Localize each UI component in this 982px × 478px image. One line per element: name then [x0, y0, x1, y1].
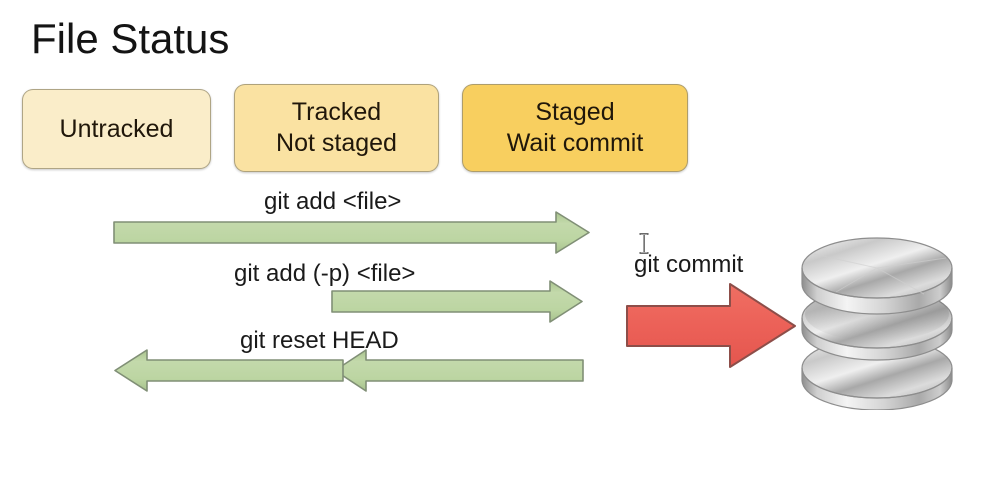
status-box-staged-line-2: Wait commit — [506, 129, 644, 157]
text-cursor-icon — [639, 233, 649, 254]
status-box-untracked[interactable]: Untracked — [22, 89, 211, 169]
database-icon — [801, 237, 953, 410]
status-box-staged-line-1: Staged — [535, 98, 615, 126]
command-label-git-commit: git commit — [634, 251, 744, 278]
status-box-untracked-line-1: Untracked — [59, 114, 174, 143]
status-box-tracked-not-staged[interactable]: Tracked Not staged — [234, 84, 439, 172]
arrow-git-reset-tracked-to-untracked — [114, 349, 344, 392]
status-box-staged-wait-commit[interactable]: Staged Wait commit — [462, 84, 688, 172]
status-box-tracked-line-2: Not staged — [276, 129, 397, 157]
command-label-git-reset-head: git reset HEAD — [240, 327, 399, 354]
arrow-git-add — [113, 211, 590, 254]
command-label-git-add-patch: git add (-p) <file> — [234, 260, 416, 287]
arrow-git-reset-staged-to-tracked — [334, 349, 584, 392]
page-title: File Status — [31, 15, 230, 62]
database-disc-top — [801, 237, 953, 315]
status-box-tracked-line-1: Tracked — [291, 98, 382, 126]
command-label-git-add: git add <file> — [264, 188, 402, 215]
arrow-git-commit — [626, 283, 796, 368]
